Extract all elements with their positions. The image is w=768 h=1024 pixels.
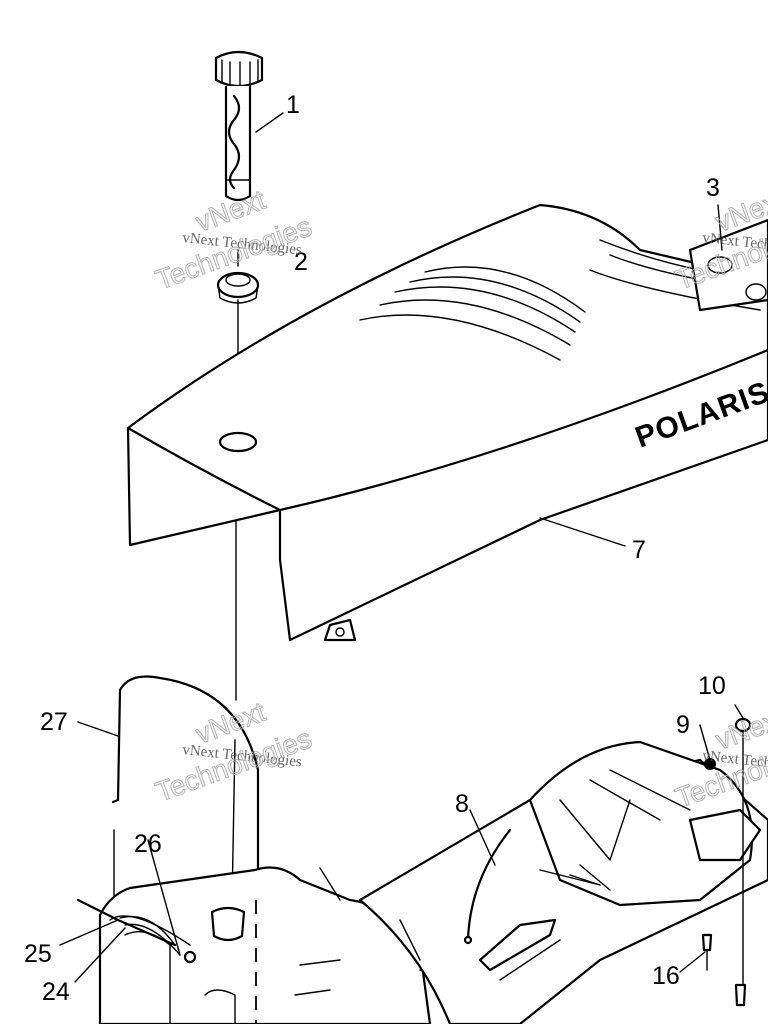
callout-16: 16 bbox=[652, 962, 680, 990]
callout-1: 1 bbox=[286, 91, 300, 119]
cap-part[interactable] bbox=[734, 717, 752, 733]
callout-25: 25 bbox=[24, 940, 52, 968]
callout-2: 2 bbox=[294, 248, 308, 276]
seat-bracket-part[interactable] bbox=[688, 218, 768, 312]
fuel-cap-part[interactable] bbox=[214, 50, 264, 202]
nut-part[interactable] bbox=[704, 758, 716, 770]
fuel-line-part[interactable] bbox=[466, 828, 512, 942]
callout-24: 24 bbox=[42, 978, 70, 1006]
svg-text:vNext: vNext bbox=[711, 702, 768, 756]
callout-7: 7 bbox=[632, 536, 646, 564]
callout-3: 3 bbox=[706, 174, 720, 202]
vent-line-part[interactable] bbox=[111, 675, 260, 890]
seat-part[interactable]: POLARIS bbox=[126, 203, 768, 642]
tank-grommet[interactable] bbox=[210, 906, 246, 942]
chassis-part[interactable] bbox=[358, 740, 768, 1024]
fuel-tank-part[interactable] bbox=[98, 866, 461, 1024]
grommet-part[interactable] bbox=[216, 271, 260, 304]
callout-10: 10 bbox=[698, 672, 726, 700]
callout-9: 9 bbox=[676, 711, 690, 739]
callout-8: 8 bbox=[455, 790, 469, 818]
callout-26: 26 bbox=[134, 830, 162, 858]
bolt-part[interactable] bbox=[701, 933, 713, 952]
callout-27: 27 bbox=[40, 708, 68, 736]
hose-clamp-part[interactable] bbox=[183, 950, 197, 964]
